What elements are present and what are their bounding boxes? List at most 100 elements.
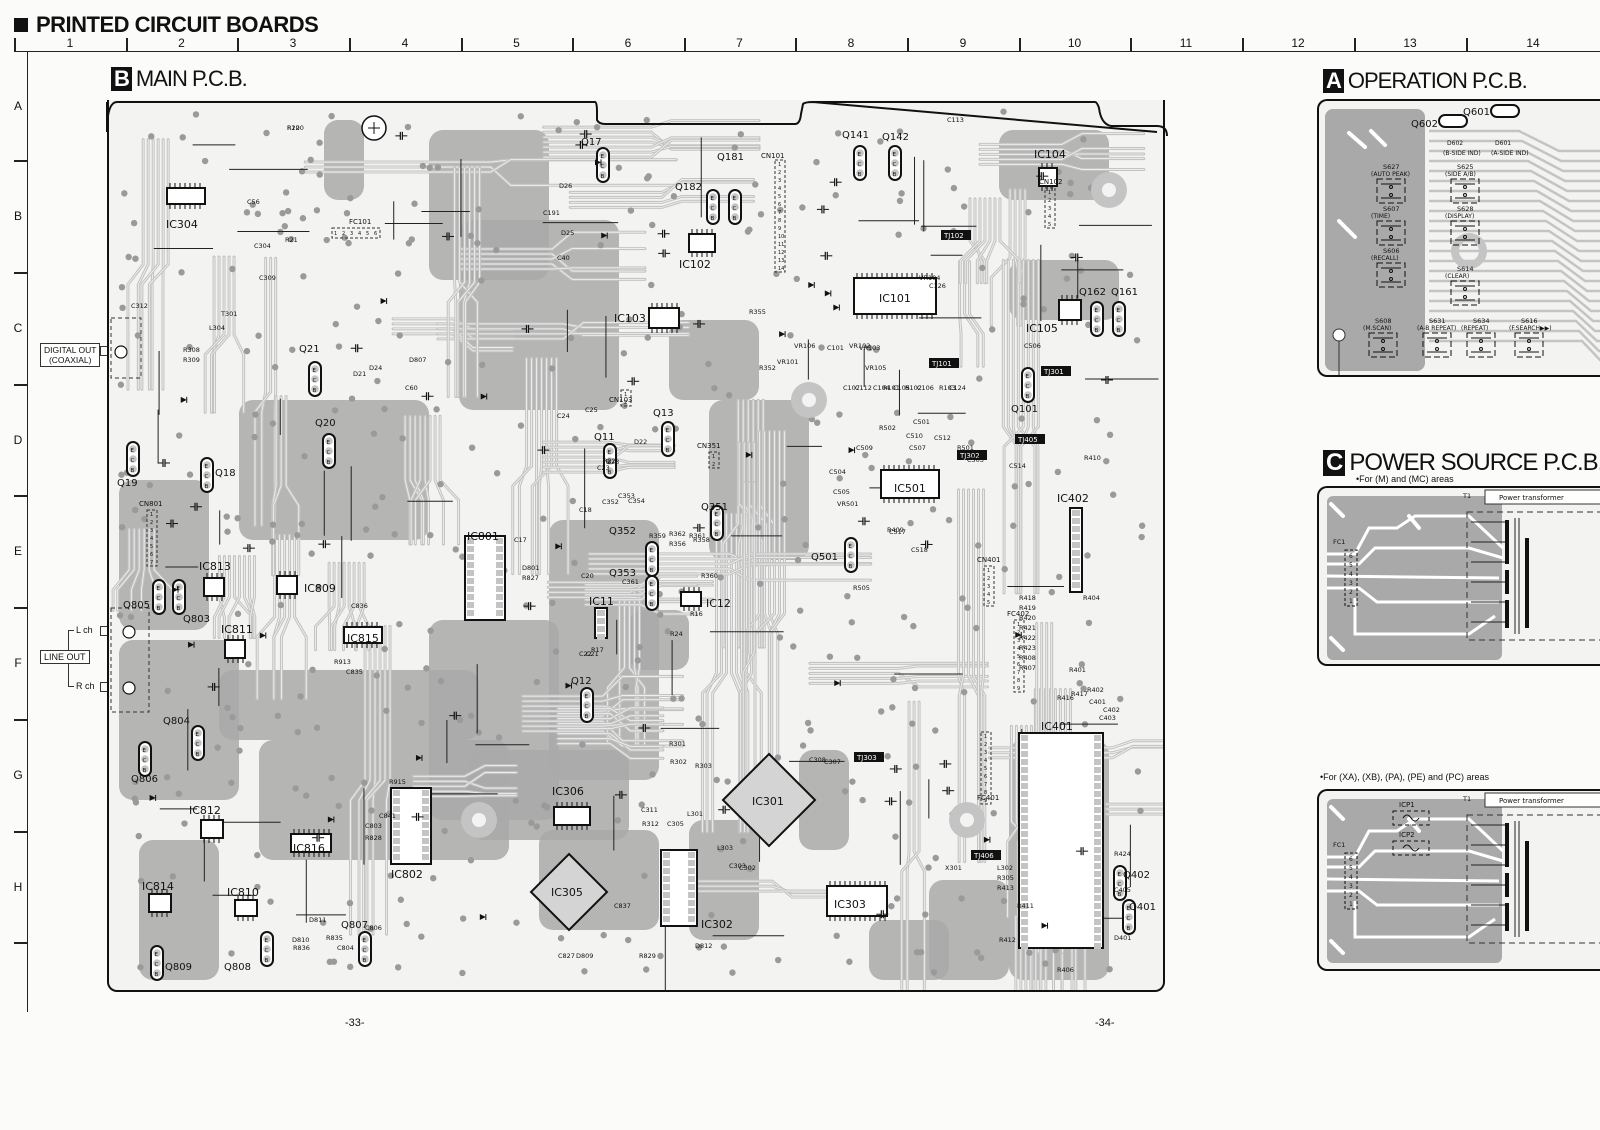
trace-gap bbox=[213, 556, 225, 638]
switch-label-s608: (M.SCAN) bbox=[1363, 325, 1391, 332]
column-tick bbox=[237, 38, 239, 52]
transistor-pad bbox=[361, 955, 369, 963]
ic-body bbox=[234, 899, 258, 917]
transformer-outline bbox=[1466, 511, 1600, 641]
component-label: VR501 bbox=[837, 500, 858, 508]
connector-pin-number: 6 bbox=[150, 552, 153, 558]
solder-pad bbox=[756, 580, 764, 587]
solder-pad bbox=[132, 778, 139, 786]
ic-label-ic802: IC802 bbox=[391, 868, 423, 881]
ic-pin-pad bbox=[598, 634, 605, 640]
transistor-pin-label: E bbox=[157, 586, 161, 592]
trace bbox=[232, 255, 246, 414]
row-tick bbox=[14, 495, 28, 497]
trace-gap bbox=[117, 529, 135, 611]
solder-pad bbox=[294, 532, 301, 539]
ic-label-ic813: IC813 bbox=[199, 560, 231, 573]
transistor-pin-label: C bbox=[205, 474, 209, 480]
transistor-pad bbox=[155, 593, 163, 601]
connector-pin-number: 2 bbox=[150, 520, 153, 526]
connector-label-fc401: FC401 bbox=[977, 794, 999, 802]
ic-label-ic501: IC501 bbox=[894, 482, 926, 495]
solder-pad bbox=[164, 687, 171, 695]
switch-label-s628: (DISPLAY) bbox=[1445, 213, 1474, 220]
trace-gap bbox=[959, 198, 981, 283]
trace-gap bbox=[607, 591, 625, 745]
ic-pin-pad bbox=[1094, 903, 1101, 909]
solder-pad bbox=[186, 343, 193, 351]
ic-pin-pad bbox=[1021, 879, 1028, 885]
main-pcb-top-outline bbox=[106, 100, 1168, 136]
rch-label: R ch bbox=[76, 681, 95, 691]
transistor-pad bbox=[856, 169, 864, 177]
solder-pad bbox=[399, 435, 406, 442]
ic-label-ic103: IC103 bbox=[614, 312, 646, 325]
connector-pin-number: 5 bbox=[984, 766, 987, 772]
transistor-pin-label: E bbox=[1127, 906, 1131, 912]
component-label: R308 bbox=[183, 346, 200, 354]
solder-pad bbox=[1040, 306, 1047, 313]
solder-pad bbox=[678, 695, 685, 702]
column-tick bbox=[1242, 38, 1244, 52]
connector-label-cn101: CN101 bbox=[761, 152, 785, 160]
test-point-tag bbox=[941, 230, 971, 240]
solder-pad bbox=[877, 138, 884, 145]
solder-pad bbox=[1106, 431, 1114, 439]
diode-icon bbox=[327, 816, 334, 823]
solder-pad bbox=[549, 599, 556, 607]
diode-icon bbox=[565, 682, 572, 689]
connector-pin-number: 4 bbox=[1017, 646, 1020, 652]
digital-out-subtext: (COAXIAL) bbox=[48, 355, 92, 365]
solder-pad bbox=[269, 521, 277, 528]
solder-pad bbox=[651, 426, 659, 433]
solder-pad bbox=[255, 332, 262, 339]
solder-pad bbox=[134, 332, 142, 339]
solder-pad bbox=[932, 854, 939, 862]
digital-out-label: DIGITAL OUT (COAXIAL) bbox=[40, 343, 101, 367]
transistor-pin-label: C bbox=[608, 460, 612, 466]
transistor-pad bbox=[153, 949, 161, 957]
connector-pin-number: 2 bbox=[1017, 630, 1020, 636]
ic-pin-pad bbox=[496, 610, 503, 616]
solder-pad bbox=[303, 792, 310, 799]
solder-pad bbox=[720, 943, 728, 950]
transistor-pin-label: E bbox=[265, 938, 269, 944]
component-label: VR104 bbox=[919, 274, 940, 282]
transistor-pin-label: C bbox=[650, 558, 654, 564]
connector-pin-number: 10 bbox=[778, 234, 784, 240]
transistor-pad bbox=[1024, 391, 1032, 399]
transistor-label-q101: Q101 bbox=[1011, 404, 1038, 415]
solder-pad bbox=[747, 865, 754, 873]
ic-pin-pad bbox=[422, 846, 429, 852]
transistor-pin-label: E bbox=[585, 694, 589, 700]
ic-pin-pad bbox=[1073, 510, 1080, 516]
solder-pad bbox=[896, 128, 904, 135]
solder-pad bbox=[541, 802, 548, 809]
ic-pin-pad bbox=[1094, 919, 1101, 925]
pcb-marking bbox=[1329, 805, 1345, 821]
ic-pin-pad bbox=[1094, 943, 1101, 949]
component-label: R404 bbox=[1083, 594, 1100, 602]
solder-pad bbox=[593, 123, 601, 131]
transistor-pin-label: C bbox=[715, 522, 719, 528]
solder-pad bbox=[774, 754, 782, 761]
ic-label-ic302: IC302 bbox=[701, 918, 733, 931]
solder-pad bbox=[1011, 483, 1019, 490]
trace bbox=[1429, 339, 1600, 362]
solder-pad bbox=[787, 332, 794, 339]
row-label: G bbox=[13, 768, 23, 782]
solder-pad bbox=[911, 684, 919, 692]
led-desc-d602: (B-SIDE IND) bbox=[1443, 150, 1481, 157]
component-label: C104 bbox=[873, 384, 890, 392]
transistor-pad bbox=[713, 509, 721, 517]
solder-pad bbox=[523, 602, 530, 609]
solder-pad bbox=[964, 604, 971, 611]
test-point-tag bbox=[957, 450, 987, 460]
component-label: R356 bbox=[669, 540, 686, 548]
trace-gap bbox=[974, 198, 982, 283]
main-pcb-letter: B bbox=[111, 67, 132, 91]
transistor-pad bbox=[1093, 315, 1101, 323]
trace-gap bbox=[809, 665, 988, 669]
solder-pad bbox=[234, 515, 241, 522]
transistor-pad bbox=[361, 935, 369, 943]
